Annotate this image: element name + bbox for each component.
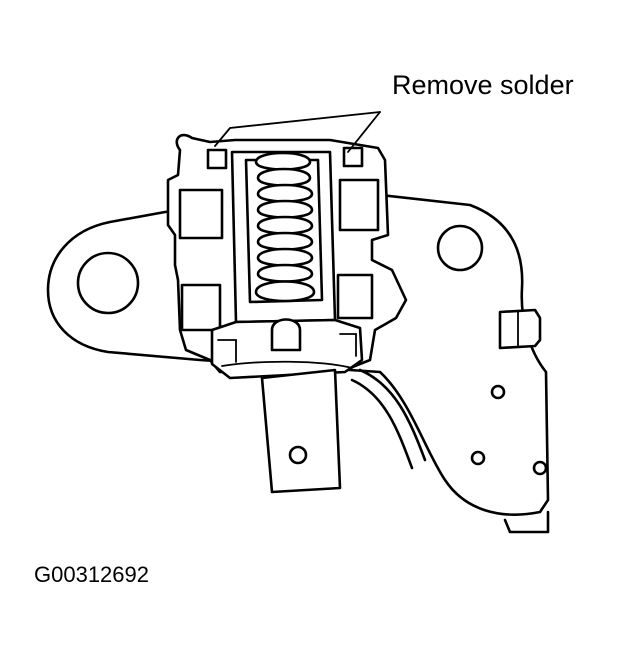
callout-leader (347, 111, 381, 153)
bracket-lip (503, 510, 550, 534)
solder-point-left (206, 148, 228, 170)
housing-window (180, 283, 222, 332)
right-mounting-hole (436, 224, 484, 272)
housing-window (336, 273, 374, 320)
left-mounting-hole (76, 251, 140, 315)
housing-window (178, 188, 224, 240)
rivet-hole (470, 450, 486, 466)
solder-point-right (342, 146, 364, 168)
brush-terminal (260, 368, 342, 494)
brush-spring (254, 151, 316, 303)
rivet-hole (532, 460, 548, 476)
callout-leader (214, 111, 381, 147)
callout-label: Remove solder (392, 70, 574, 100)
lead-wire (358, 368, 427, 462)
housing-window (338, 178, 380, 232)
terminal-tab (498, 308, 542, 350)
figure-id: G00312692 (34, 562, 149, 587)
rivet-hole (490, 384, 506, 400)
terminal-hole (288, 445, 308, 465)
brush-slot (270, 318, 302, 352)
